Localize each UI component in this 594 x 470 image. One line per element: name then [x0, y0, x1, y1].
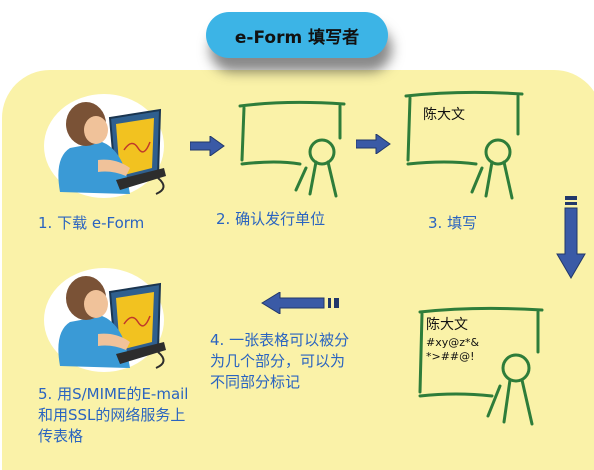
step-4-label: 4. 一张表格可以被分 为几个部分，可以为 不同部分标记 [210, 331, 350, 391]
person-at-laptop-icon [44, 94, 166, 198]
step-5-label: 5. 用S/MIME的E-mail 和用SSL的网络服务上 传表格 [38, 385, 189, 445]
step-3-label: 3. 填写 [428, 214, 478, 232]
signed-scribble: #xy@z*& *>##@! [426, 336, 480, 363]
certificate-icon [238, 100, 346, 198]
step-2-label: 2. 确认发行单位 [216, 210, 326, 228]
step-1-label: 1. 下载 e-Form [38, 214, 145, 232]
certificate-icon [418, 306, 544, 426]
diagram-title: e-Form 填写者 [206, 12, 388, 58]
filled-name: 陈大文 [423, 107, 465, 123]
arrow-left-icon [261, 292, 339, 314]
signed-name: 陈大文 [426, 317, 468, 333]
arrow-down-icon [556, 196, 586, 279]
arrow-right-icon [356, 134, 391, 154]
certificate-icon [404, 90, 524, 200]
arrow-right-icon [190, 136, 225, 156]
person-at-laptop-icon [44, 268, 166, 372]
